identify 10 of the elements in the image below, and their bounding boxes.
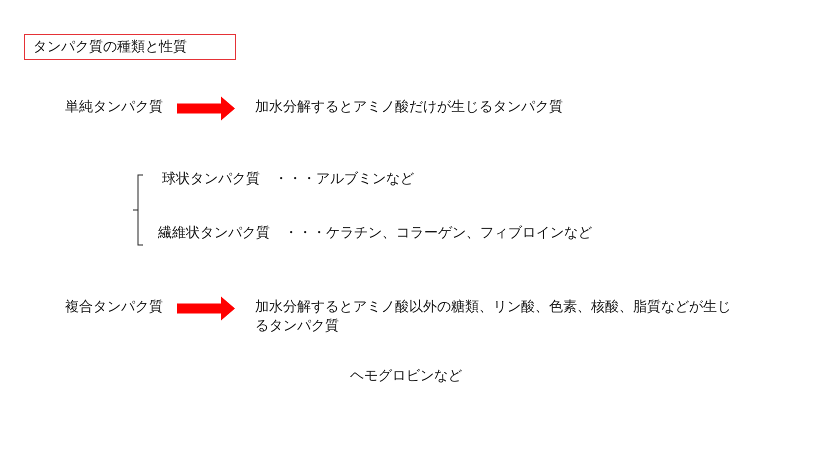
category-text: 球状タンパク質 ・・・アルブミンなど bbox=[162, 170, 414, 189]
node-text: 複合タンパク質 bbox=[65, 298, 163, 317]
category-text: 繊維状タンパク質 ・・・ケラチン、コラーゲン、フィブロインなど bbox=[158, 224, 592, 243]
node-text: 加水分解するとアミノ酸だけが生じるタンパク質 bbox=[255, 98, 563, 117]
title-box: タンパク質の種類と性質 bbox=[24, 34, 236, 60]
arrow bbox=[177, 96, 235, 120]
node-text: 加水分解するとアミノ酸以外の糖類、リン酸、色素、核酸、脂質などが生じるタンパク質 bbox=[255, 298, 735, 336]
example-text: ヘモグロビンなど bbox=[350, 367, 462, 386]
node-text: 単純タンパク質 bbox=[65, 98, 163, 117]
arrow bbox=[177, 296, 235, 320]
